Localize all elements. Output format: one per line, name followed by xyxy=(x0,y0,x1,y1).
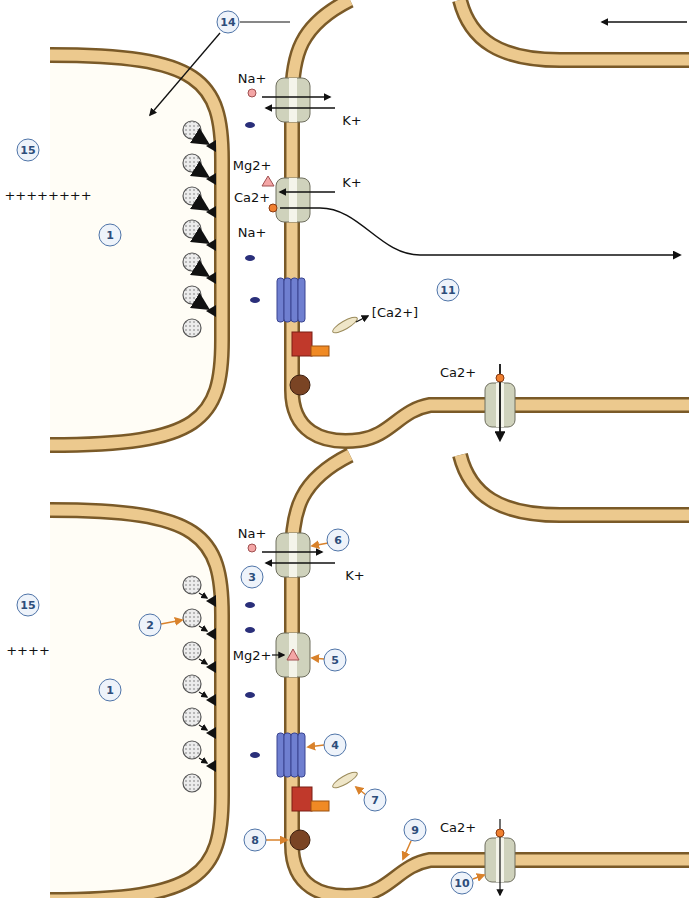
callout-number: 11 xyxy=(437,279,460,302)
ion-label: ++++ xyxy=(6,643,50,658)
callout-number: 10 xyxy=(451,872,474,895)
callout-number: 6 xyxy=(327,529,350,552)
ion-label: Na+ xyxy=(238,225,267,240)
ion-label: ++++++++ xyxy=(4,188,91,203)
ion-label: [Ca2+] xyxy=(372,305,418,320)
callout-number: 8 xyxy=(244,829,267,852)
callout-number: 15 xyxy=(17,139,40,162)
lower-details xyxy=(161,543,504,895)
ion-label: Na+ xyxy=(238,526,267,541)
ion-label: Na+ xyxy=(238,71,267,86)
ion-label: K+ xyxy=(345,568,364,583)
callout-number: 1 xyxy=(99,224,122,247)
callout-number: 1 xyxy=(99,679,122,702)
callout-number: 2 xyxy=(139,614,162,637)
callout-number: 7 xyxy=(364,789,387,812)
callout-number: 4 xyxy=(324,734,347,757)
callout-number: 14 xyxy=(217,11,240,34)
ion-label: Ca2+ xyxy=(440,820,476,835)
upper-details xyxy=(150,22,687,440)
callout-number: 3 xyxy=(241,566,264,589)
synapse-lower xyxy=(50,455,689,898)
ion-label: K+ xyxy=(342,175,361,190)
ion-label: K+ xyxy=(342,113,361,128)
ion-label: Mg2+ xyxy=(233,158,272,173)
callout-number: 9 xyxy=(404,819,427,842)
ion-label: Ca2+ xyxy=(440,365,476,380)
synapse-upper xyxy=(50,0,689,445)
callout-number: 5 xyxy=(324,649,347,672)
ion-label: Mg2+ xyxy=(233,648,272,663)
ion-label: Ca2+ xyxy=(234,190,270,205)
callout-number: 15 xyxy=(17,594,40,617)
